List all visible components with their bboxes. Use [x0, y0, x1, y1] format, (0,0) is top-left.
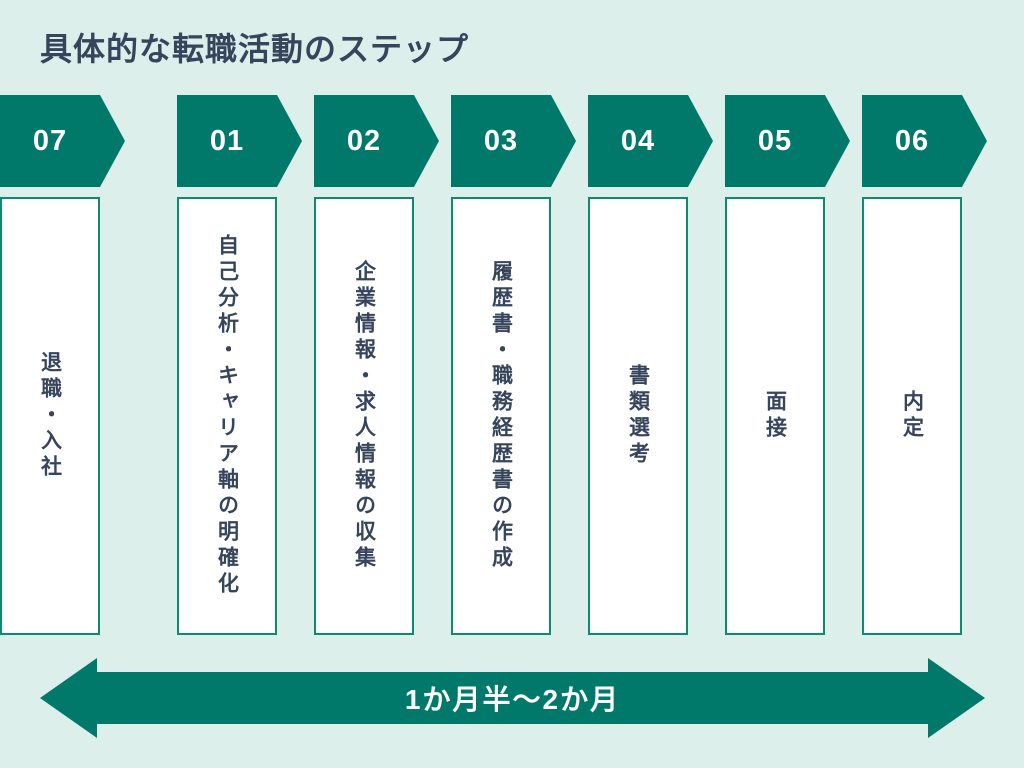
step-5-label: 面接	[763, 390, 787, 442]
step-2: 02 企業情報・求人情報の収集	[314, 95, 439, 635]
step-4-chevron-arrow	[588, 95, 713, 187]
step-6-chevron-arrow	[862, 95, 987, 187]
step-6-label: 内定	[900, 390, 924, 442]
step-4: 04 書類選考	[588, 95, 713, 635]
step-6: 06 内定	[862, 95, 987, 635]
step-1-number: 01	[209, 124, 245, 157]
step-7-label: 退職・入社	[38, 351, 62, 481]
step-1: 01 自己分析・キャリア軸の明確化	[177, 95, 302, 635]
step-2-chevron-arrow	[314, 95, 439, 187]
page-title: 具体的な転職活動のステップ	[40, 31, 470, 67]
step-3-number: 03	[483, 124, 519, 157]
step-4-label: 書類選考	[626, 364, 650, 468]
step-7-box: 退職・入社	[0, 197, 100, 635]
step-5-number: 05	[757, 124, 793, 157]
step-7: 07 退職・入社	[0, 95, 125, 635]
step-4-number: 04	[620, 124, 656, 157]
step-6-number: 06	[894, 124, 930, 157]
step-5-box: 面接	[725, 197, 825, 635]
step-3-box: 履歴書・職務経歴書の作成	[451, 197, 551, 635]
step-3-label: 履歴書・職務経歴書の作成	[489, 260, 513, 572]
timeline-label: 1か月半〜2か月	[404, 684, 621, 715]
timeline-double-arrow: 1か月半〜2か月	[40, 658, 985, 738]
step-4-box: 書類選考	[588, 197, 688, 635]
step-5-chevron-arrow	[725, 95, 850, 187]
step-5: 05 面接	[725, 95, 850, 635]
step-6-box: 内定	[862, 197, 962, 635]
step-1-label: 自己分析・キャリア軸の明確化	[215, 234, 239, 598]
step-3-chevron-arrow	[451, 95, 576, 187]
step-2-label: 企業情報・求人情報の収集	[352, 260, 376, 572]
step-7-chevron-arrow	[0, 95, 125, 187]
step-1-box: 自己分析・キャリア軸の明確化	[177, 197, 277, 635]
step-2-box: 企業情報・求人情報の収集	[314, 197, 414, 635]
step-1-chevron-arrow	[177, 95, 302, 187]
step-7-number: 07	[32, 124, 68, 157]
step-3: 03 履歴書・職務経歴書の作成	[451, 95, 576, 635]
step-2-number: 02	[346, 124, 382, 157]
